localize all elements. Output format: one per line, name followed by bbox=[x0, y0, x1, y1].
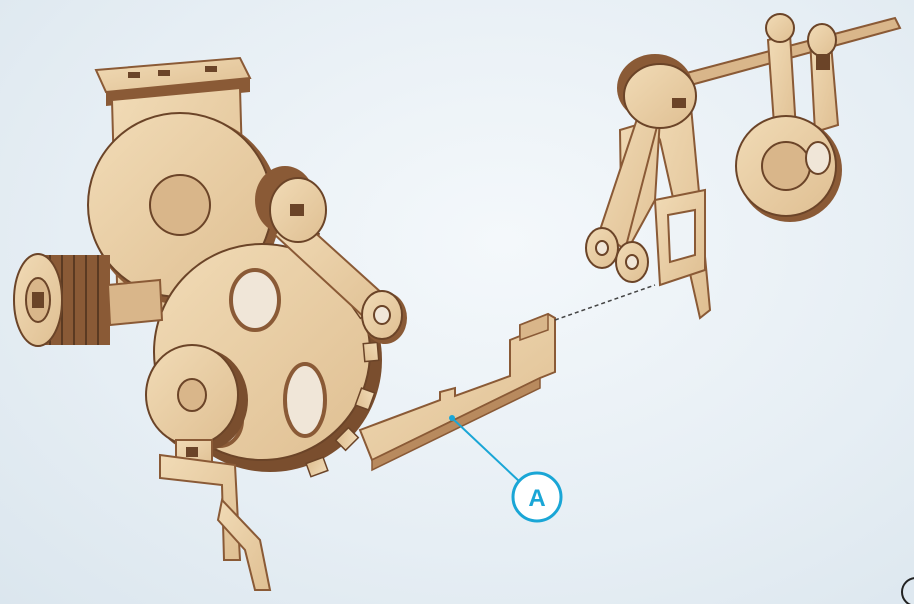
left-drum bbox=[14, 254, 110, 346]
right-mechanism bbox=[586, 14, 900, 318]
edge-circle-fragment bbox=[902, 578, 914, 604]
callout-anchor-dot bbox=[449, 415, 455, 421]
callout-leader-line bbox=[452, 418, 520, 482]
callout-a: A bbox=[449, 415, 561, 521]
base-legs bbox=[160, 455, 270, 590]
left-mechanism bbox=[14, 58, 407, 590]
drum-shaft bbox=[108, 280, 162, 325]
small-gear-assembly bbox=[736, 14, 842, 222]
right-hub bbox=[617, 54, 696, 128]
callout-label-a: A bbox=[528, 485, 545, 512]
alignment-line bbox=[555, 285, 655, 320]
